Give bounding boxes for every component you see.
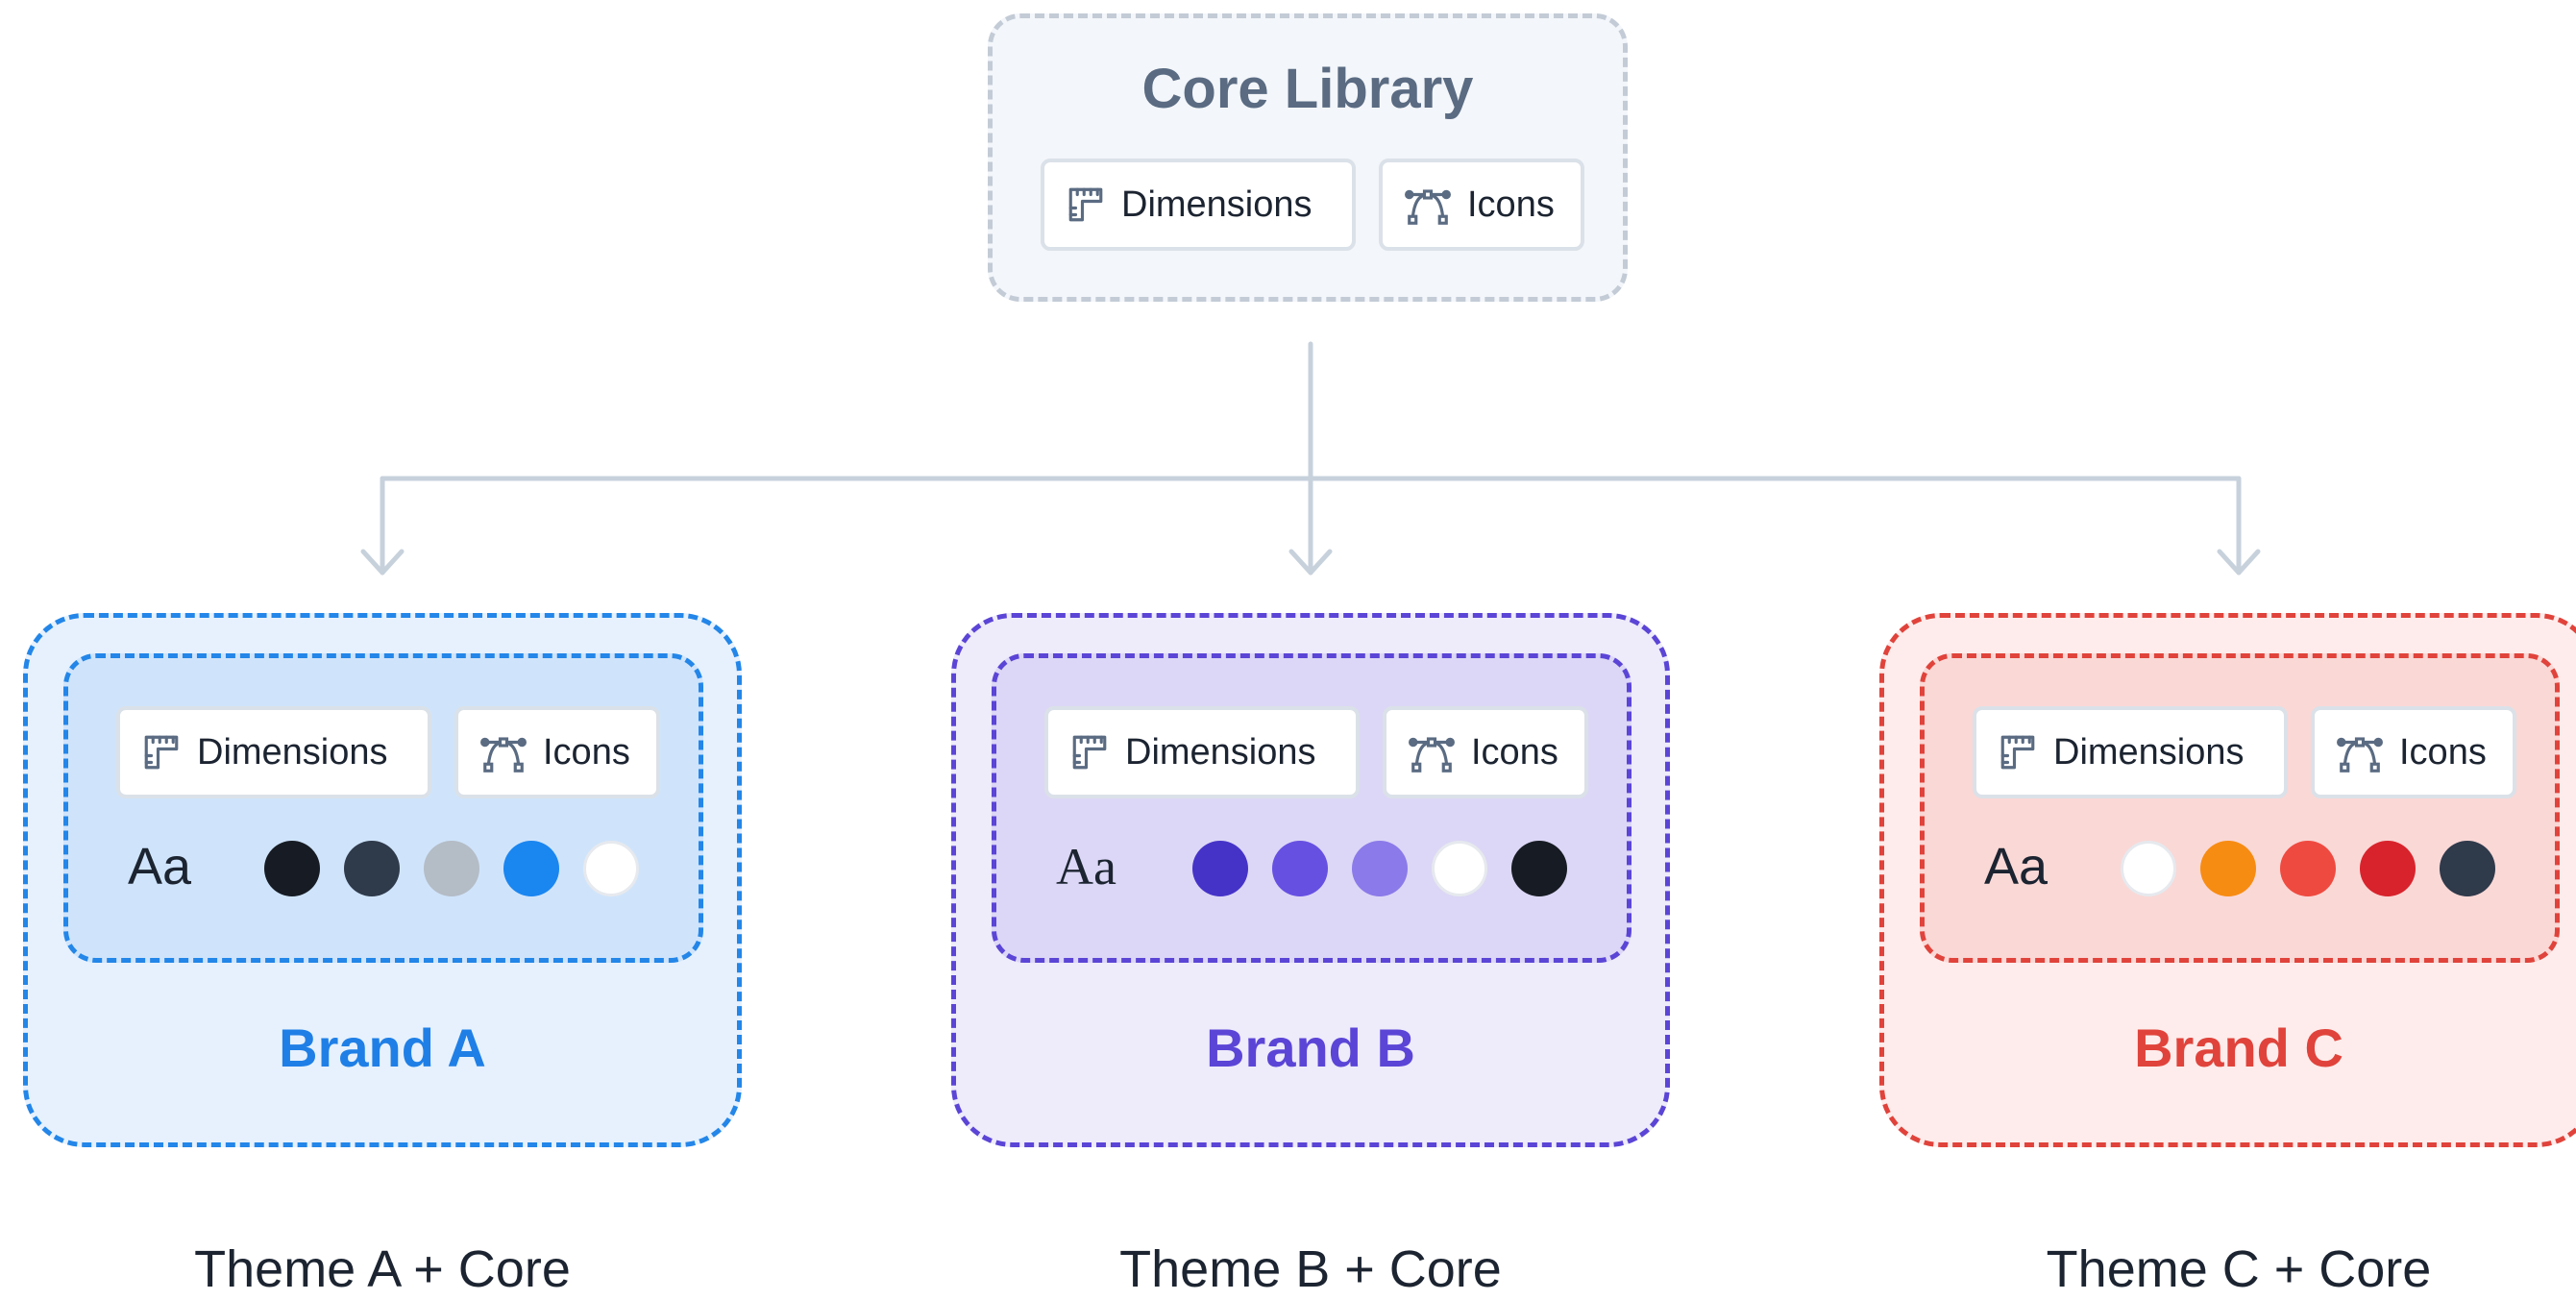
color-swatch [2360, 841, 2416, 896]
color-swatch [1192, 841, 1248, 896]
ruler-icon [2000, 735, 2035, 770]
brand-b-core-inner-box: Dimensions Icons Aa [992, 653, 1631, 963]
brand-a-box: Dimensions Icons Aa Brand A [23, 613, 742, 1147]
chip-label: Icons [2399, 731, 2487, 773]
chip-label: Icons [1467, 184, 1555, 225]
arrow-a-icon [360, 549, 405, 576]
color-swatch [1272, 841, 1328, 896]
core-dimensions-chip: Dimensions [1041, 159, 1356, 251]
color-swatch [424, 841, 479, 896]
color-swatch [503, 841, 559, 896]
vector-path-icon [1409, 737, 1455, 773]
color-swatch [264, 841, 320, 896]
brand-a-core-inner-box: Dimensions Icons Aa [63, 653, 703, 963]
dimensions-chip: Dimensions [1044, 706, 1360, 798]
vector-path-icon [480, 737, 527, 773]
dimensions-chip: Dimensions [1973, 706, 2288, 798]
icons-chip: Icons [1383, 706, 1588, 798]
core-library-title: Core Library [1141, 58, 1474, 120]
brand-c-box: Dimensions Icons Aa Brand C [1879, 613, 2576, 1147]
core-library-box: Core Library Dimensions Icons [988, 13, 1628, 302]
color-swatch [2280, 841, 2336, 896]
core-icons-chip: Icons [1379, 159, 1584, 251]
ruler-icon [1068, 187, 1103, 222]
arrow-c-icon [2217, 549, 2261, 576]
arrow-b-icon [1288, 549, 1333, 576]
brand-b-label: Brand B [1206, 1018, 1415, 1078]
chip-label: Dimensions [1125, 731, 1316, 773]
color-swatch [1511, 841, 1567, 896]
chip-label: Dimensions [197, 731, 388, 773]
color-swatch [583, 841, 639, 896]
color-swatch [1432, 841, 1487, 896]
icons-chip: Icons [2311, 706, 2516, 798]
vector-path-icon [1405, 189, 1451, 225]
color-swatch [2440, 841, 2495, 896]
color-swatch [2200, 841, 2256, 896]
ruler-icon [144, 735, 179, 770]
chip-label: Dimensions [1121, 184, 1313, 225]
theme-a-caption: Theme A + Core [194, 1240, 571, 1298]
color-swatch [2121, 841, 2176, 896]
chip-label: Dimensions [2053, 731, 2245, 773]
vector-path-icon [2337, 737, 2383, 773]
typography-sample: Aa [1984, 838, 2049, 895]
brand-a-label: Brand A [279, 1018, 486, 1078]
color-swatch [1352, 841, 1408, 896]
icons-chip: Icons [454, 706, 660, 798]
ruler-icon [1072, 735, 1107, 770]
theme-b-caption: Theme B + Core [1119, 1240, 1502, 1298]
brand-c-label: Brand C [2134, 1018, 2343, 1078]
color-swatch [344, 841, 400, 896]
theme-c-caption: Theme C + Core [2046, 1240, 2432, 1298]
typography-sample: Aa [128, 838, 192, 895]
brand-c-core-inner-box: Dimensions Icons Aa [1920, 653, 2560, 963]
dimensions-chip: Dimensions [116, 706, 431, 798]
chip-label: Icons [543, 731, 630, 773]
typography-sample: Aa [1056, 838, 1116, 895]
chip-label: Icons [1471, 731, 1558, 773]
brand-b-box: Dimensions Icons Aa Brand B [951, 613, 1670, 1147]
